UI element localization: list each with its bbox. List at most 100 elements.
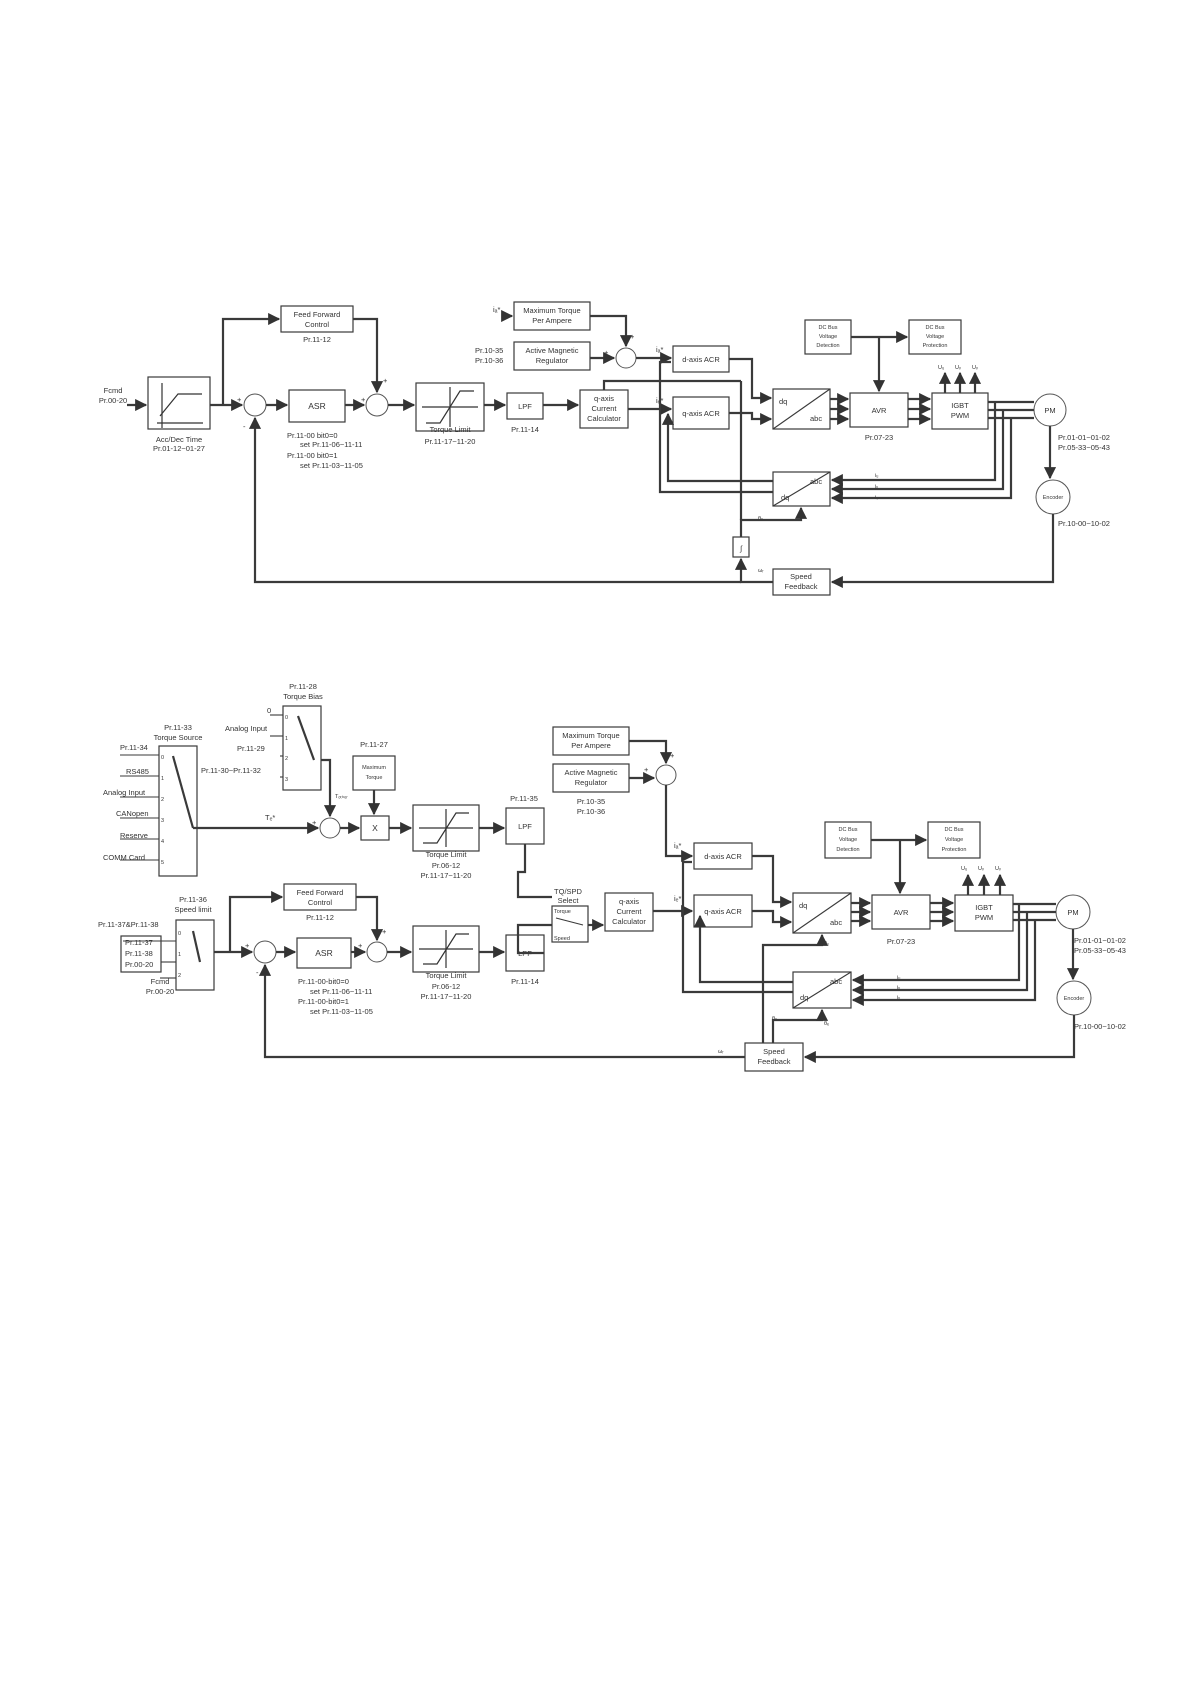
igbt-pwm-block [931,392,989,430]
dc-bus-detection-block [804,319,852,355]
dcdet2-line3: Detection [836,847,859,853]
sumt-plus: + [312,818,317,827]
maxtorque-param: Pr.11-27 [360,740,388,749]
asr-block-2 [296,937,352,969]
asr-param-2: set Pr.11-06~11-11 [300,440,362,449]
asr-param-3: Pr.11-00 bit0=1 [287,451,338,460]
torque-limit-upper-block [412,804,480,852]
amr-line1: Active Magnetic [526,346,579,355]
tl-lower-label: Torque Limit [426,971,468,980]
uv-label: Uᵥ [955,365,961,371]
amr-line2: Regulator [536,356,569,365]
pm2-param-1: Pr.01-01~01-02 [1074,936,1126,945]
lpf-upper-label: LPF [518,822,532,831]
tl-lower-param2: Pr.11-17~11-20 [421,992,472,1001]
iq2-star-label: iₑ* [674,894,681,903]
fcmd2-param: Pr.00-20 [146,987,174,996]
tsrc-analog: Analog Input [103,788,146,797]
speed-limit-param-box [120,935,162,973]
encoder-param: Pr.10-00~10-02 [1058,519,1110,528]
speed-fb-line2: Feedback [785,582,818,591]
speed-limit-param: Pr.11-36 [179,895,207,904]
omega-label: ωᵣ [758,568,764,574]
tl-upper-param1: Pr.06-12 [432,861,460,870]
sum-junction-id-2 [655,764,677,786]
tother-label: Tₒₜₕₑᵣ [335,794,348,800]
tsrc-reserve: Reserve [120,831,148,840]
iv-label: iᵥ [875,484,878,490]
speed-fb-line1: Speed [790,572,812,581]
sumid-plus-top: + [630,332,635,341]
speed-limit-label: Speed limit [174,905,212,914]
uu2-label: Uᵤ [961,866,967,872]
fcmd-label: Fcmd [104,386,123,395]
tbias-param: Pr.11-28 [289,682,317,691]
theta2-label-1: θₑ [824,941,829,947]
integrator-symbol: ∫ [739,544,743,553]
tsrc-p34: Pr.11-34 [120,743,148,752]
dcdet2-line2: Voltage [839,837,857,843]
q-axis-acr-label-2: q-axis ACR [704,907,742,916]
tsrc-n1: 1 [161,776,164,782]
sumid2-plus-top: + [670,751,675,760]
sums2-plus-top: + [382,927,387,936]
q-axis-acr-label: q-axis ACR [682,409,720,418]
dc-bus-protection-block-2 [927,821,981,859]
avr-block-2 [871,894,931,930]
tsrc-n3: 3 [161,818,164,824]
d-axis-acr-label: d-axis ACR [682,355,720,364]
torque-source-selector [158,745,198,877]
omega2-label: ωᵣ [718,1049,724,1055]
ff2-param: Pr.11-12 [306,913,334,922]
dcprot2-line1: DC Bus [945,827,964,833]
tl-lower-param1: Pr.06-12 [432,982,460,991]
dc-bus-protection-block [908,319,962,355]
dcdet-line1: DC Bus [819,325,838,331]
iw2-label: iᵥ [897,995,900,1001]
dcprot2-line3: Protection [942,847,967,853]
qcalc-line2: Current [591,404,617,413]
avr2-label: AVR [894,908,909,917]
dq-label-2: dq [781,493,789,502]
q-current-calculator-block-2 [604,892,654,932]
sumid-plus-left: + [604,348,609,357]
tsrc-n0: 0 [161,755,164,761]
feed-forward-block-2 [283,883,357,911]
tqspd-line1: TQ/SPD [554,887,583,896]
sum-junction-torque [319,817,341,839]
accdec-block [147,376,211,430]
uv2-label: Uᵥ [978,866,984,872]
tbias-0: 0 [267,706,271,715]
accdec-label: Acc/Dec Time [156,435,202,444]
tbias-label: Torque Bias [283,692,323,701]
torque-bias-selector [282,705,322,791]
uw2-label: Uᵥ [995,866,1001,872]
dcprot-line2: Voltage [926,334,944,340]
torque-limit-block [415,382,485,432]
multiply-block [360,815,390,841]
sum-junction-id [615,347,637,369]
igbt2-line2: PWM [975,913,993,922]
pm2-param-2: Pr.05-33~05-43 [1074,946,1126,955]
dcdet-line3: Detection [816,343,839,349]
dc-bus-detection-block-2 [824,821,872,859]
encoder2-param: Pr.10-00~10-02 [1074,1022,1126,1031]
amr2-line2: Regulator [575,778,608,787]
iu2-label: iᵤ [897,975,900,981]
tbias-n1: 1 [285,736,288,742]
avr-label: AVR [872,406,887,415]
tbias-p29: Pr.11-29 [237,744,265,753]
ff2-line1: Feed Forward [297,888,344,897]
sum2-plus-top: + [383,376,388,385]
tqspd-speed: Speed [554,936,570,942]
feed-forward-param: Pr.11-12 [303,335,331,344]
sums-plus: + [245,941,250,950]
dcprot2-line2: Voltage [945,837,963,843]
sum-junction-speed [253,940,277,964]
diagram-torque-control: Pr.11-28 Torque Bias 0 Analog Input Pr.1… [98,682,1126,1072]
qcalc2-line2: Current [616,907,642,916]
encoder-label: Encoder [1043,495,1064,501]
sums2-plus-left: + [358,941,363,950]
sum-junction-1 [243,393,267,417]
igbt-pwm-block-2 [954,894,1014,932]
